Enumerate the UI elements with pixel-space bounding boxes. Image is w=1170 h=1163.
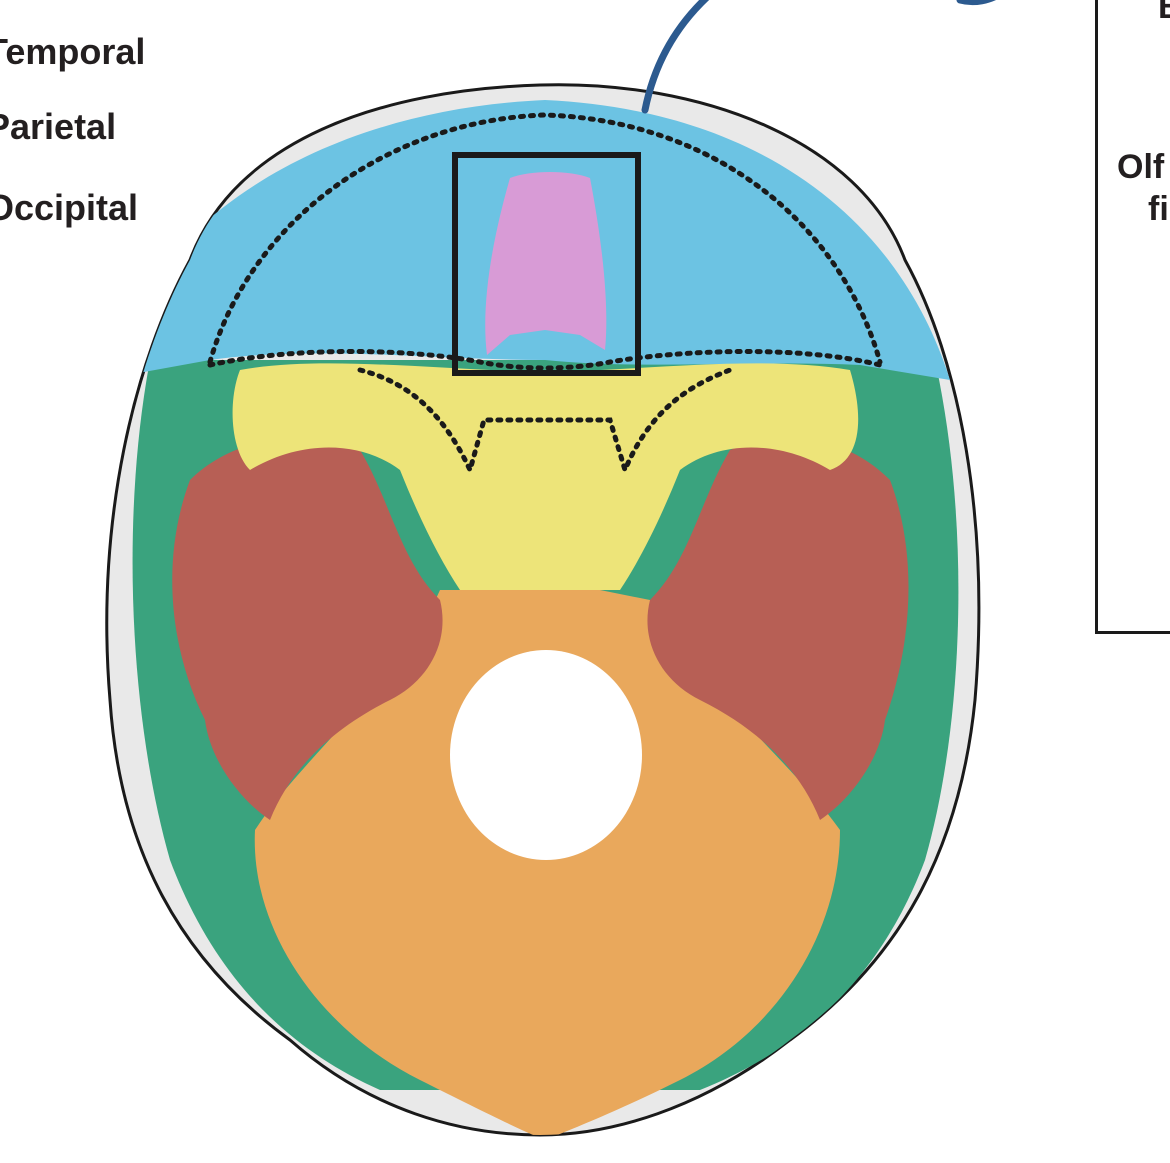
middle-fossa-boundary <box>357 367 733 478</box>
anterior-fossa-boundary <box>207 112 883 365</box>
callout-arrow <box>641 0 710 114</box>
legend-item-temporal: Temporal <box>0 31 146 72</box>
legend-item-occipital: Occipital <box>0 187 139 228</box>
temporal-left <box>172 437 443 820</box>
anterior-fossa-base-line <box>207 348 883 371</box>
inset-panel <box>1095 0 1170 634</box>
temporal-right <box>647 437 909 820</box>
sphenoid-region <box>232 363 859 590</box>
inset-olfactory-label-line2: fi <box>1148 190 1169 228</box>
foramen-magnum <box>450 650 642 860</box>
legend-item-parietal: Parietal <box>0 106 117 147</box>
inset-top-label: B <box>1158 0 1170 27</box>
callout-arrow-tip <box>956 0 996 6</box>
inset-olfactory-label-line1: Olf <box>1117 148 1165 186</box>
ethmoid-region <box>485 172 607 355</box>
occipital-region <box>254 590 840 1135</box>
cribriform-highlight-box <box>452 152 641 376</box>
